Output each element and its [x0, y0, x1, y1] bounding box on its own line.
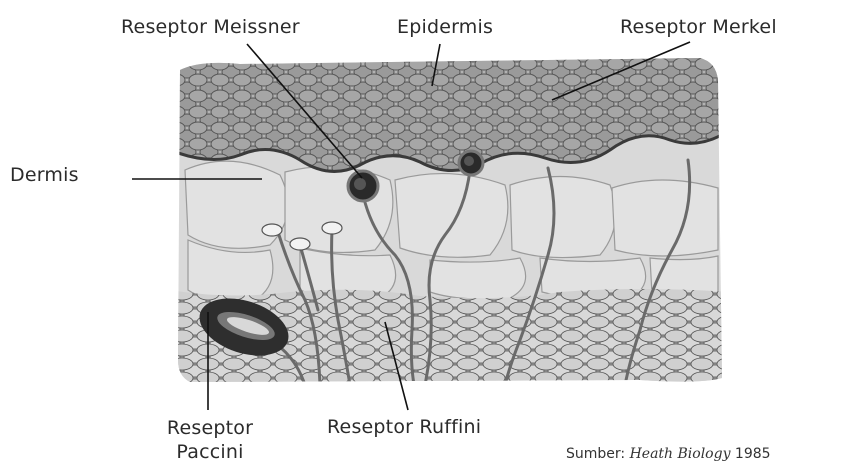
label-reseptor-ruffini: Reseptor Ruffini	[327, 416, 481, 438]
label-reseptor-paccini: Reseptor Paccini	[150, 416, 270, 464]
label-reseptor-merkel: Reseptor Merkel	[620, 16, 777, 38]
source-year: 1985	[730, 446, 770, 462]
source-prefix: Sumber:	[566, 446, 630, 462]
source-citation: Sumber: Heath Biology 1985	[566, 446, 771, 462]
label-reseptor-meissner: Reseptor Meissner	[121, 16, 300, 38]
label-dermis: Dermis	[10, 164, 79, 186]
label-epidermis: Epidermis	[397, 16, 493, 38]
label-paccini-line2: Paccini	[150, 440, 270, 464]
label-paccini-line1: Reseptor	[150, 416, 270, 440]
source-title: Heath Biology	[630, 446, 731, 462]
